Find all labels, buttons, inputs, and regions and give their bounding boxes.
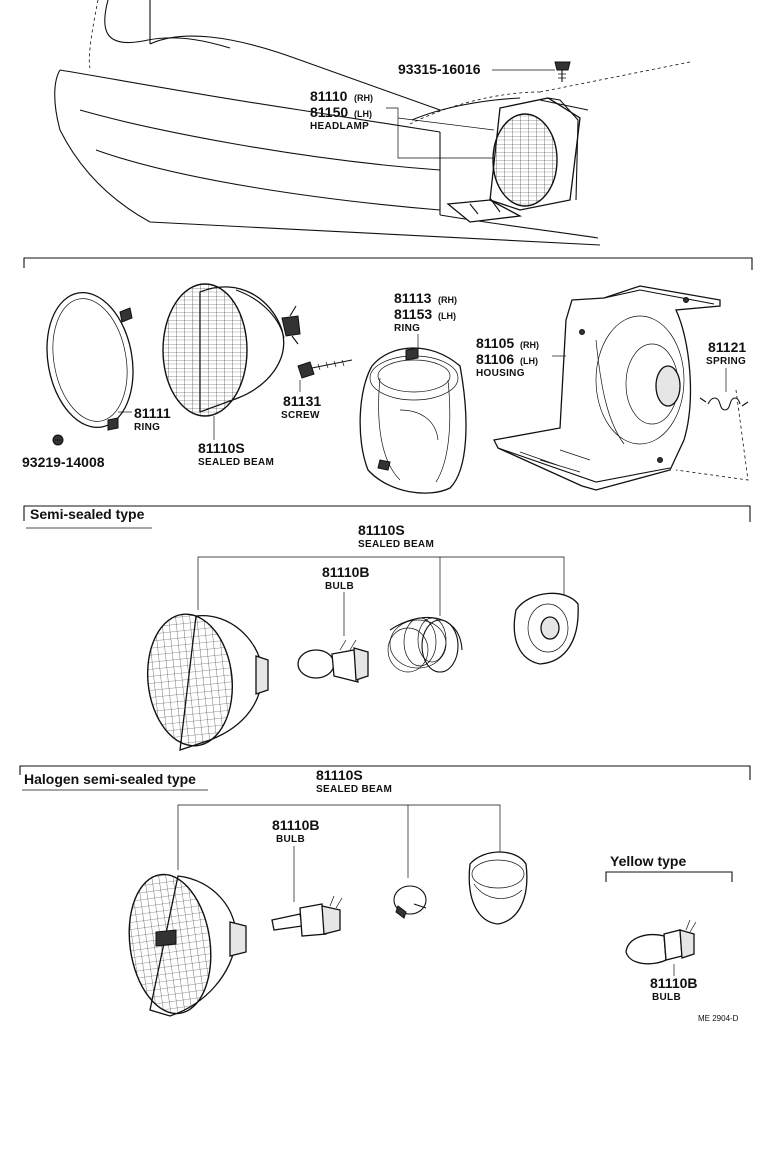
halogen-beam-part xyxy=(128,873,247,1017)
semi-socket-part xyxy=(513,592,579,665)
screw-name: SCREW xyxy=(281,410,320,421)
halogen-bulb-name: BULB xyxy=(276,834,305,845)
callout-headlamp: 81110 (RH) 81150 (LH) HEADLAMP xyxy=(310,88,495,159)
halogen-section: Halogen semi-sealed type 81110S SEALED B… xyxy=(19,765,751,1017)
spring-name: SPRING xyxy=(706,356,746,367)
halogen-clip-part xyxy=(393,885,427,919)
headlamp-lh-number: 81150 xyxy=(310,104,348,120)
yellow-section: Yellow type 81110B BULB xyxy=(605,853,733,1003)
semi-sealed-beam-number: 81110S xyxy=(358,522,405,538)
halogen-socket-part xyxy=(468,851,528,925)
screw-part-number: 81131 xyxy=(283,393,321,409)
ring2-name: RING xyxy=(394,323,420,334)
callout-bolt: 93315-16016 xyxy=(398,61,555,77)
housing-lh-suffix: (LH) xyxy=(520,356,538,366)
semi-bulb-part xyxy=(297,639,369,683)
housing-lh-number: 81106 xyxy=(476,351,514,367)
section-bracket-exploded xyxy=(23,257,753,270)
housing-name: HOUSING xyxy=(476,368,525,379)
semi-bulb-number: 81110B xyxy=(322,564,370,580)
ring2-rh-number: 81113 xyxy=(394,290,432,306)
headlamp-lh-suffix: (LH) xyxy=(354,109,372,119)
nut-part-number: 93219-14008 xyxy=(22,454,105,470)
yellow-bulb-part xyxy=(625,919,697,965)
halogen-beam-name: SEALED BEAM xyxy=(316,784,392,795)
headlamp-name: HEADLAMP xyxy=(310,121,369,132)
semi-sealed-title: Semi-sealed type xyxy=(30,506,145,522)
ring2-lh-number: 81153 xyxy=(394,306,432,322)
semi-sealed-beam-part xyxy=(146,613,269,751)
bolt-part-number: 93315-16016 xyxy=(398,61,481,77)
headlamp-rh-suffix: (RH) xyxy=(354,93,373,103)
housing-rh-suffix: (RH) xyxy=(520,340,539,350)
ring2-rh-suffix: (RH) xyxy=(438,295,457,305)
sealed-beam-part xyxy=(162,283,301,417)
semi-sealed-beam-name: SEALED BEAM xyxy=(358,539,434,550)
ring2-lh-suffix: (LH) xyxy=(438,311,456,321)
screw-part xyxy=(297,359,353,379)
semi-sealed-section: Semi-sealed type 81110S SEALED BEAM 8111… xyxy=(23,505,751,751)
yellow-bulb-name: BULB xyxy=(652,992,681,1003)
housing-rh-number: 81105 xyxy=(476,335,514,351)
halogen-bulb-number: 81110B xyxy=(272,817,320,833)
ring-name: RING xyxy=(134,422,160,433)
ring-part xyxy=(46,291,134,431)
yellow-title: Yellow type xyxy=(610,853,686,869)
halogen-beam-number: 81110S xyxy=(316,767,363,783)
drawing-code: ME 2904-D xyxy=(698,1014,739,1023)
ring-rh-lh-part xyxy=(359,347,467,494)
housing-part xyxy=(493,285,721,491)
sealed-beam-part-number: 81110S xyxy=(198,440,245,456)
spring-part xyxy=(675,389,749,481)
spring-part-number: 81121 xyxy=(708,339,746,355)
halogen-bulb-part xyxy=(271,895,343,937)
nut-part xyxy=(52,434,64,446)
sealed-beam-name: SEALED BEAM xyxy=(198,457,274,468)
semi-bulb-name: BULB xyxy=(325,581,354,592)
headlamp-rh-number: 81110 xyxy=(310,88,348,104)
halogen-title: Halogen semi-sealed type xyxy=(24,771,196,787)
ring-part-number: 81111 xyxy=(134,405,171,421)
yellow-bulb-number: 81110B xyxy=(650,975,698,991)
semi-spring-part xyxy=(387,617,463,673)
vehicle-front-view xyxy=(54,0,691,246)
